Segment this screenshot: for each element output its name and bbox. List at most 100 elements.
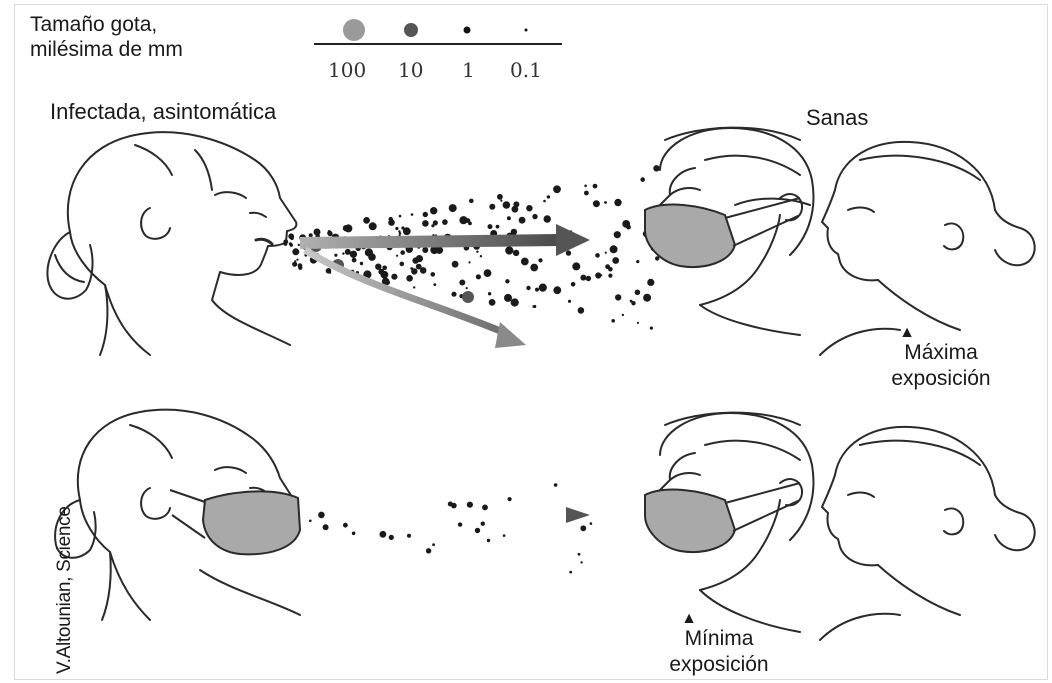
droplet xyxy=(442,219,448,225)
droplet xyxy=(401,226,404,229)
droplet xyxy=(615,294,621,300)
droplet xyxy=(643,294,651,302)
droplet xyxy=(396,255,398,257)
droplet xyxy=(650,327,653,330)
droplet xyxy=(292,262,297,267)
triangle-marker-icon: ▲ xyxy=(594,612,784,626)
droplet xyxy=(526,205,532,211)
droplet xyxy=(344,224,352,232)
droplet xyxy=(449,204,457,212)
droplet xyxy=(406,275,413,282)
droplet xyxy=(487,539,490,542)
droplet xyxy=(521,258,529,266)
droplet xyxy=(350,251,357,258)
droplet xyxy=(482,505,488,511)
droplet xyxy=(511,298,519,306)
droplet xyxy=(508,497,512,501)
droplet xyxy=(500,200,502,202)
droplet xyxy=(475,528,480,533)
droplet xyxy=(400,250,405,255)
droplet xyxy=(398,230,400,232)
droplet xyxy=(469,199,474,204)
droplet xyxy=(459,280,465,286)
droplet xyxy=(513,250,519,256)
droplet xyxy=(430,207,437,214)
droplet xyxy=(423,212,428,217)
droplet xyxy=(488,224,493,229)
droplet xyxy=(612,257,619,264)
droplet xyxy=(292,248,299,255)
droplet xyxy=(538,258,542,262)
droplet xyxy=(484,269,492,277)
max-exposure-line2: exposición xyxy=(891,367,990,390)
droplet xyxy=(505,246,513,254)
droplet xyxy=(422,247,428,253)
legend-droplet-0.1 xyxy=(525,29,528,32)
droplet xyxy=(593,200,600,207)
droplet xyxy=(458,522,462,526)
droplet xyxy=(608,267,613,272)
legend-droplet-100 xyxy=(343,19,365,41)
droplet xyxy=(611,319,615,323)
droplet xyxy=(614,199,621,206)
droplet xyxy=(298,244,300,246)
mask-icon xyxy=(645,490,735,552)
legend-droplet-1 xyxy=(464,27,471,34)
droplet xyxy=(363,217,370,224)
droplet xyxy=(481,522,485,526)
droplet xyxy=(586,276,591,281)
image-credit: V.Altounian, Science xyxy=(54,506,76,674)
healthy-label: Sanas xyxy=(806,105,868,131)
droplet xyxy=(532,214,537,219)
droplet xyxy=(507,216,511,220)
droplet xyxy=(466,287,468,289)
min-exposure-callout: ▲ Mínima exposición xyxy=(654,612,784,678)
droplet xyxy=(553,185,561,193)
droplet xyxy=(389,217,393,221)
droplet xyxy=(381,271,389,279)
droplet xyxy=(433,283,436,286)
droplet xyxy=(284,242,288,246)
droplet xyxy=(488,292,491,295)
droplet xyxy=(535,288,539,292)
droplet xyxy=(407,534,411,538)
min-exposure-line1: Mínima xyxy=(685,627,754,650)
max-exposure-line1: Máxima xyxy=(904,341,978,364)
droplet xyxy=(288,233,294,239)
droplet xyxy=(530,264,538,272)
droplet-spray-masked xyxy=(309,483,592,573)
droplet xyxy=(544,215,551,222)
droplet xyxy=(593,184,598,189)
droplet xyxy=(389,535,394,540)
droplet xyxy=(345,249,351,255)
droplet xyxy=(568,300,571,303)
droplet xyxy=(532,305,535,308)
droplet xyxy=(352,532,356,536)
legend-tick-100: 100 xyxy=(328,58,366,82)
droplet xyxy=(296,259,298,261)
droplet xyxy=(385,280,390,285)
droplet xyxy=(411,213,414,216)
droplet xyxy=(547,195,550,198)
legend-droplet-10 xyxy=(404,23,418,37)
droplet xyxy=(637,322,639,324)
droplet xyxy=(480,255,482,257)
droplet xyxy=(539,284,547,292)
droplet xyxy=(605,252,607,254)
mask-icon xyxy=(203,491,300,554)
droplet xyxy=(519,217,526,224)
infected-label: Infectada, asintomática xyxy=(50,99,276,125)
droplet xyxy=(584,185,587,188)
droplet xyxy=(566,250,571,255)
droplet xyxy=(595,272,601,278)
droplet xyxy=(451,292,456,297)
droplet xyxy=(413,286,415,288)
droplet xyxy=(580,525,586,531)
droplet xyxy=(512,206,519,213)
droplet xyxy=(431,224,434,227)
droplet xyxy=(653,165,659,171)
droplet xyxy=(298,263,303,268)
droplet xyxy=(467,502,473,508)
droplet xyxy=(410,267,413,270)
healthy-person-unmasked-bottom xyxy=(820,427,1035,640)
